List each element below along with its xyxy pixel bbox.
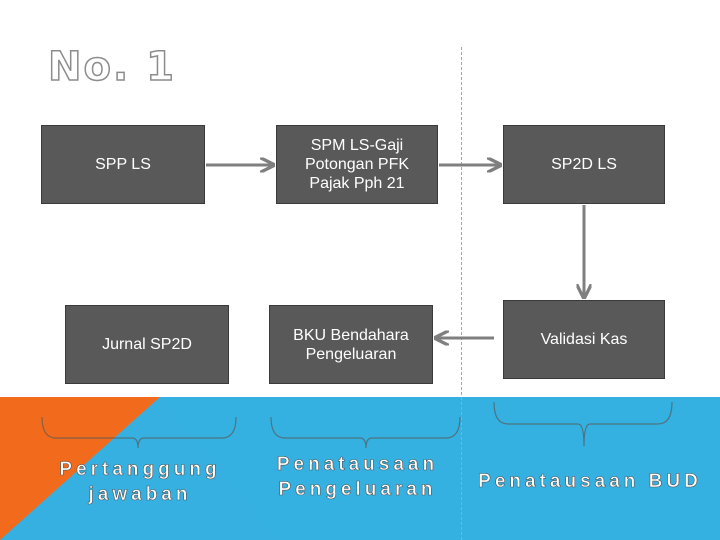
node-spm-ls: SPM LS-Gaji Potongan PFK Pajak Pph 21 — [276, 125, 438, 204]
slide-title: No. 1 — [47, 43, 176, 91]
band-blue-triangle — [0, 397, 280, 540]
section-label-penatausaan-bud: Penatausaan BUD — [478, 471, 702, 493]
node-spp-ls: SPP LS — [41, 125, 205, 204]
node-bku-bendahara: BKU Bendahara Pengeluaran — [269, 305, 433, 384]
brace-pertanggungjawaban — [41, 416, 237, 449]
section-label-pertanggungjawaban: Pertanggung jawaban — [59, 459, 221, 506]
node-sp2d-ls: SP2D LS — [503, 125, 665, 204]
section-divider — [461, 47, 462, 540]
node-validasi-kas: Validasi Kas — [503, 300, 665, 379]
node-bku-bendahara-label: BKU Bendahara Pengeluaran — [293, 326, 409, 363]
section-label-penatausaan-pengeluaran: Penatausaan Pengeluaran — [276, 454, 439, 501]
node-spm-ls-label: SPM LS-Gaji Potongan PFK Pajak Pph 21 — [304, 137, 410, 192]
node-spp-ls-label: SPP LS — [95, 156, 151, 173]
brace-penatausaan-pengeluaran — [270, 416, 461, 449]
brace-penatausaan-bud — [493, 401, 673, 447]
bottom-band — [0, 397, 720, 540]
node-sp2d-ls-label: SP2D LS — [551, 156, 617, 173]
node-validasi-kas-label: Validasi Kas — [540, 331, 628, 348]
node-jurnal-sp2d-label: Jurnal SP2D — [102, 336, 192, 353]
node-jurnal-sp2d: Jurnal SP2D — [65, 305, 229, 384]
